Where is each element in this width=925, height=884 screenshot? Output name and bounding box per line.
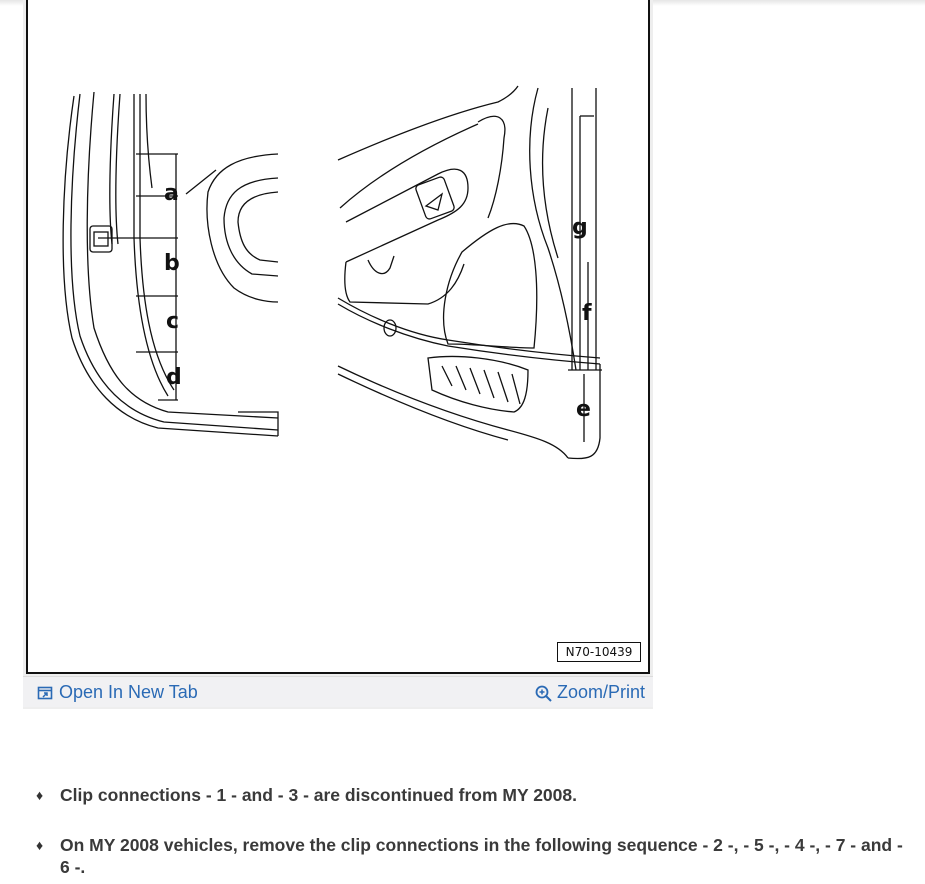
list-item: ♦ On MY 2008 vehicles, remove the clip c… — [36, 834, 916, 884]
left-door-edge — [62, 95, 279, 437]
dim-label-b: b — [164, 251, 180, 276]
dim-label-e: e — [576, 397, 591, 422]
right-door-panel — [337, 85, 519, 161]
zoom-in-icon — [535, 685, 552, 702]
open-new-tab-icon — [37, 685, 53, 701]
dim-label-f: f — [582, 301, 592, 326]
figure-card: a b c d e f g N70-10439 Open In New Tab — [23, 0, 653, 709]
dim-label-c: c — [166, 309, 179, 334]
door-trim-diagram: a b c d e f g — [62, 85, 602, 460]
figure-link-bar: Open In New Tab Zoom/Print — [23, 676, 653, 707]
figure-id-label: N70-10439 — [557, 642, 641, 662]
clip-box-left — [89, 225, 113, 253]
door-pull — [415, 176, 455, 220]
zoom-print-label: Zoom/Print — [556, 682, 645, 702]
dim-label-a: a — [164, 181, 179, 206]
list-item: ♦ Clip connections - 1 - and - 3 - are d… — [36, 784, 916, 834]
instruction-text: On MY 2008 vehicles, remove the clip con… — [60, 835, 903, 877]
open-new-tab-link[interactable]: Open In New Tab — [37, 682, 198, 703]
zoom-print-link[interactable]: Zoom/Print — [535, 682, 645, 703]
vent-grille — [427, 355, 529, 413]
dim-label-g: g — [572, 215, 588, 240]
bullet-diamond-icon: ♦ — [36, 787, 44, 803]
instruction-list: ♦ Clip connections - 1 - and - 3 - are d… — [36, 784, 916, 884]
instruction-text: Clip connections - 1 - and - 3 - are dis… — [60, 785, 577, 805]
figure-frame: a b c d e f g N70-10439 — [26, 0, 650, 674]
open-new-tab-label: Open In New Tab — [59, 682, 198, 702]
dim-label-d: d — [166, 365, 182, 390]
bullet-diamond-icon: ♦ — [36, 837, 44, 853]
